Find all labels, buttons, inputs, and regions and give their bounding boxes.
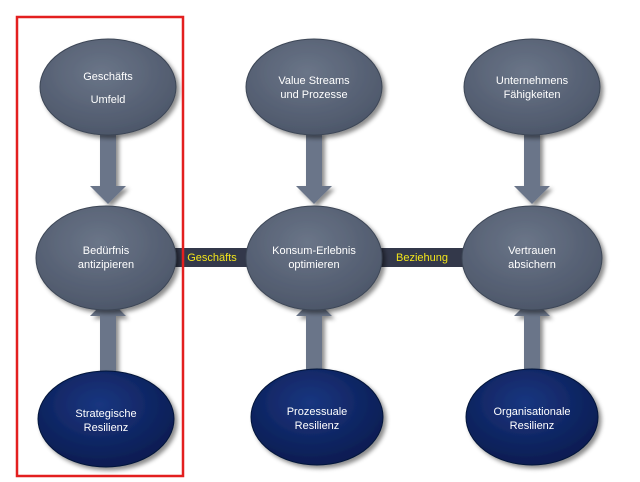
connector-label-left: Geschäfts	[187, 252, 237, 264]
arrow-down-col3	[514, 132, 550, 204]
node-label-line2: optimieren	[288, 259, 339, 271]
node-label-line2: Umfeld	[91, 94, 126, 106]
node-label-line2: und Prozesse	[280, 89, 347, 101]
connector-bar-left	[170, 248, 254, 267]
node-konsum-erlebnis: Konsum-Erlebnis optimieren	[245, 205, 383, 311]
node-label-line1: Prozessuale	[287, 406, 348, 418]
node-vertrauen-absichern: Vertrauen absichern	[461, 205, 603, 311]
node-label-line1: Geschäfts	[83, 71, 133, 83]
node-label-line1: Konsum-Erlebnis	[272, 245, 356, 257]
node-label-line1: Strategische	[75, 408, 136, 420]
node-label-line1: Unternehmens	[496, 75, 569, 87]
node-strategische-resilienz: Strategische Resilienz	[37, 370, 175, 468]
arrow-down-col2	[296, 132, 332, 204]
node-label-line2: antizipieren	[78, 259, 134, 271]
node-label-line1: Vertrauen	[508, 245, 556, 257]
node-label-line2: absichern	[508, 259, 556, 271]
node-label-line2: Resilienz	[295, 420, 340, 432]
node-label-line1: Organisationale	[493, 406, 570, 418]
connector-label-right: Beziehung	[396, 252, 448, 264]
node-organisationale-resilienz: Organisationale Resilienz	[465, 368, 599, 466]
arrow-down-col1	[90, 132, 126, 204]
node-label-line2: Fähigkeiten	[504, 89, 561, 101]
node-prozessuale-resilienz: Prozessuale Resilienz	[250, 368, 384, 466]
node-label-line2: Resilienz	[510, 420, 555, 432]
node-geschaefts-umfeld: Geschäfts Umfeld	[39, 38, 177, 136]
highlight-frame	[15, 15, 185, 478]
node-label-line1: Bedürfnis	[83, 245, 130, 257]
node-value-streams: Value Streams und Prozesse	[245, 38, 383, 136]
node-beduerfnis-antizipieren: Bedürfnis antizipieren	[35, 205, 177, 311]
node-label-line1: Value Streams	[278, 75, 350, 87]
node-unternehmens-faehigkeiten: Unternehmens Fähigkeiten	[463, 38, 601, 136]
connector-bar-right	[376, 248, 472, 267]
node-label-line2: Resilienz	[84, 422, 129, 434]
